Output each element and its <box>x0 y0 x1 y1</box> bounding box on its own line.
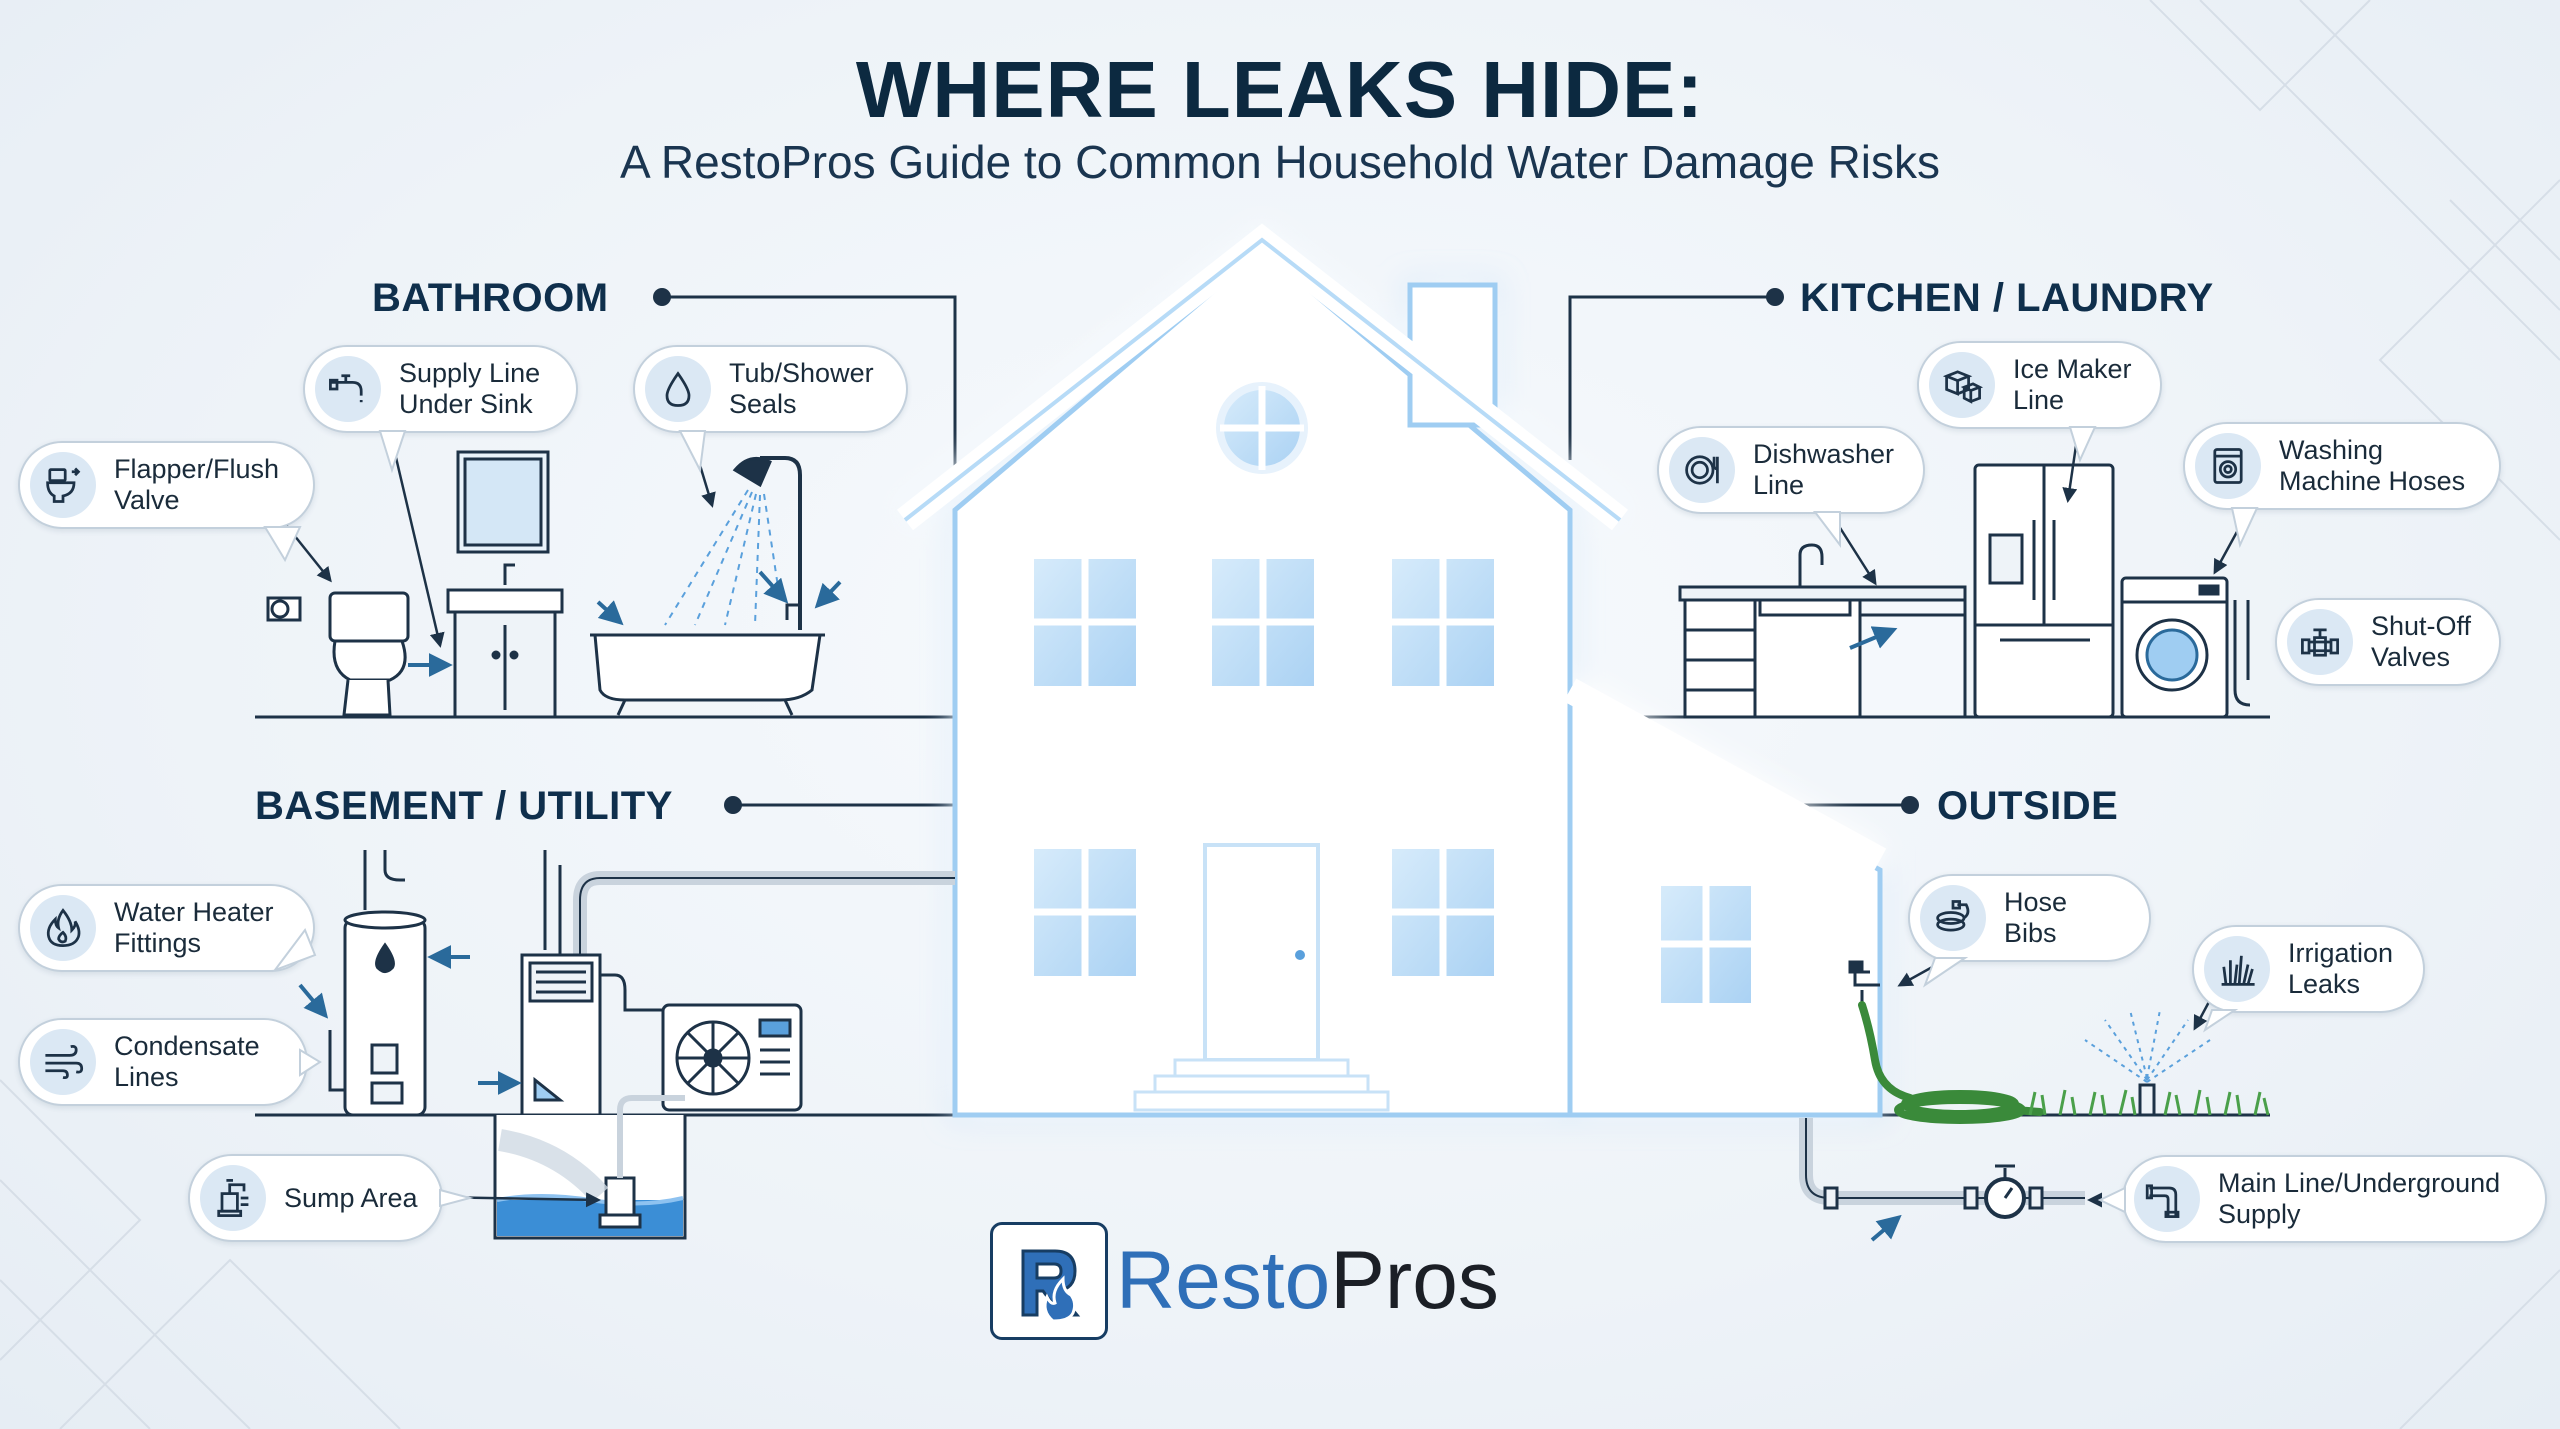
pipe-icon <box>2134 1166 2200 1232</box>
hose-icon <box>1920 885 1986 951</box>
callout-label: Shut-Off Valves <box>2371 611 2472 672</box>
section-kitchen-laundry: KITCHEN / LAUNDRY <box>1800 276 2214 320</box>
wind-icon <box>30 1029 96 1095</box>
section-bathroom: BATHROOM <box>372 276 609 320</box>
plate-icon <box>1669 437 1735 503</box>
ice-cubes-icon <box>1929 352 1995 418</box>
callout-label: Tub/Shower Seals <box>729 358 874 419</box>
toilet-icon <box>30 452 96 518</box>
sump-water <box>497 1200 683 1236</box>
sump-pump-icon <box>200 1165 266 1231</box>
page-subtitle: A RestoPros Guide to Common Household Wa… <box>619 136 1941 188</box>
washing-machine-icon <box>2195 433 2261 499</box>
callout-label: Ice Maker Line <box>2013 354 2132 415</box>
callout-ice-maker-line: Ice Maker Line <box>1917 341 2162 429</box>
page-title: WHERE LEAKS HIDE: <box>855 45 1705 134</box>
restopros-logo: RestoPros <box>990 1222 1499 1340</box>
shower-spray <box>664 489 781 626</box>
sprinkler-spray <box>2084 1009 2211 1083</box>
grass <box>2028 1089 2270 1116</box>
callout-label: Flapper/Flush Valve <box>114 454 280 515</box>
callout-washing-machine-hoses: Washing Machine Hoses <box>2183 422 2501 510</box>
bathroom-scene <box>266 450 825 719</box>
house-windows <box>1020 551 1765 1017</box>
garden-hose <box>1858 1001 2044 1124</box>
callout-label: Hose Bibs <box>2004 887 2068 948</box>
section-outside: OUTSIDE <box>1937 784 2119 828</box>
callout-hose-bibs: Hose Bibs <box>1908 874 2151 962</box>
logo-word-resto: Resto <box>1116 1235 1331 1326</box>
callout-water-heater-fittings: Water Heater Fittings <box>18 884 315 972</box>
callout-label: Water Heater Fittings <box>114 897 274 958</box>
outside-scene <box>1799 960 2156 1219</box>
water-drop-icon <box>645 356 711 422</box>
faucet-icon <box>315 356 381 422</box>
valve-icon <box>2287 609 2353 675</box>
front-door <box>1133 843 1390 1112</box>
logo-wordmark: RestoPros <box>1116 1234 1499 1328</box>
callout-dishwasher-line: Dishwasher Line <box>1657 426 1925 514</box>
callout-tub-shower-seals: Tub/Shower Seals <box>633 345 908 433</box>
callout-label: Condensate Lines <box>114 1031 260 1092</box>
callout-label: Main Line/Underground Supply <box>2218 1168 2501 1229</box>
grass-icon <box>2204 936 2270 1002</box>
kitchen-scene <box>1678 463 2251 719</box>
callout-flapper-valve: Flapper/Flush Valve <box>18 441 315 529</box>
logo-mark <box>990 1222 1108 1340</box>
callout-label: Washing Machine Hoses <box>2279 435 2466 496</box>
callout-label: Sump Area <box>284 1182 418 1213</box>
callout-condensate-lines: Condensate Lines <box>18 1018 308 1106</box>
callout-label: Dishwasher Line <box>1753 439 1895 500</box>
callout-shut-off-valves: Shut-Off Valves <box>2275 598 2501 686</box>
callout-main-line: Main Line/Underground Supply <box>2122 1155 2547 1243</box>
callout-label: Supply Line Under Sink <box>399 358 541 419</box>
round-window <box>1216 382 1308 474</box>
logo-word-pros: Pros <box>1330 1235 1499 1326</box>
section-basement-utility: BASEMENT / UTILITY <box>255 784 673 828</box>
callout-irrigation-leaks: Irrigation Leaks <box>2192 925 2425 1013</box>
callout-label: Irrigation Leaks <box>2288 938 2394 999</box>
flame-icon <box>30 895 96 961</box>
callout-sump-area: Sump Area <box>188 1154 443 1242</box>
callout-supply-line: Supply Line Under Sink <box>303 345 578 433</box>
